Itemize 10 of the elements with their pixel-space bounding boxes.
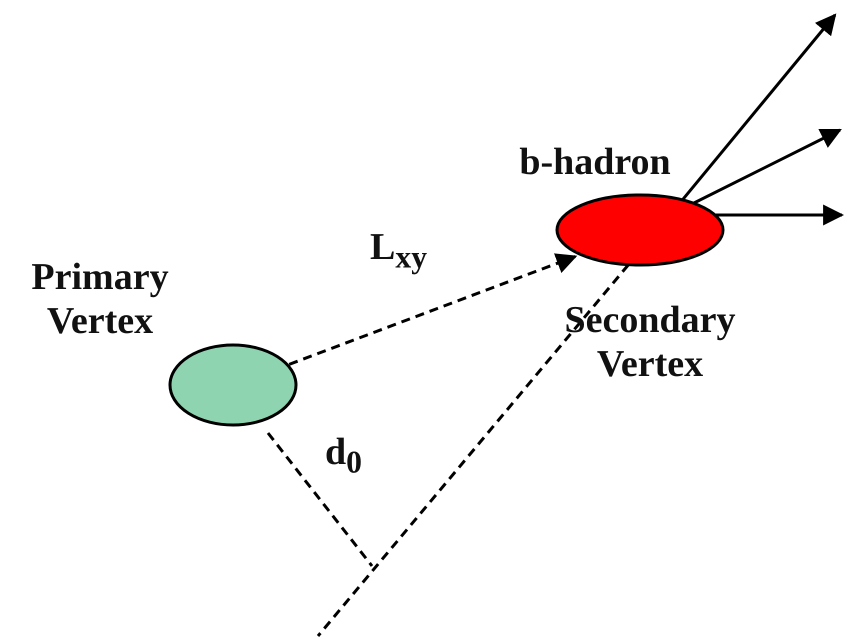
track-arrow [693,128,842,204]
track-extrapolation-line [316,264,630,637]
vertex-label: b-hadron [518,140,672,184]
dashed-arrow [288,253,578,366]
edge-label: L$_{xy}$ [370,225,428,277]
track-arrow [682,13,836,201]
vertex-caption: Secondary Vertex [564,298,736,386]
vertex-label: Primary Vertex [30,255,170,343]
dimension-label: d$_{0}$ [325,430,362,482]
track-arrow [715,204,844,226]
